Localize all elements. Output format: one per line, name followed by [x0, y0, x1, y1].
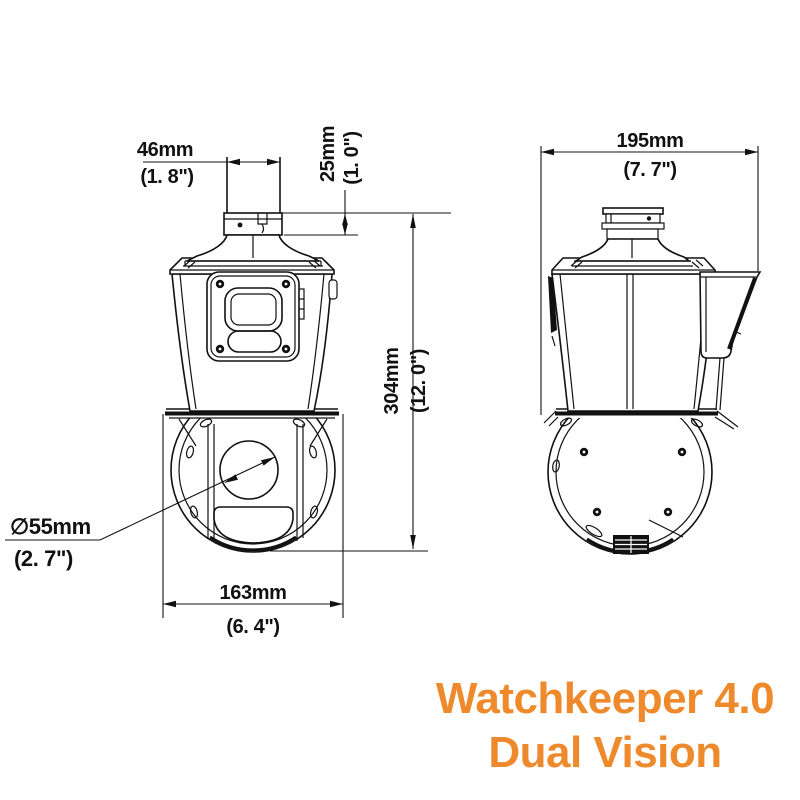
dim-label-2.7in: (2. 7")	[14, 546, 73, 571]
bottom-grille	[613, 535, 649, 554]
product-name: Watchkeeper 4.0	[435, 674, 775, 723]
dimension-side-width: 195mm (7. 7")	[540, 130, 759, 415]
screw-slot	[199, 418, 213, 428]
dim-label-195mm: 195mm	[617, 130, 684, 152]
dim-label-25mm: 25mm	[317, 126, 339, 182]
dim-label-1.0in: (1. 0")	[341, 131, 363, 184]
side-mount-tube	[572, 207, 693, 267]
dim-label-12.0in: (12. 0")	[408, 349, 430, 413]
front-mount-tube	[183, 157, 323, 267]
side-ptz-dome	[547, 389, 713, 555]
side-connector-strip	[548, 276, 557, 333]
dim-label-304mm: 304mm	[381, 348, 403, 415]
vent-slot	[585, 524, 603, 538]
dimension-base-width: 163mm (6. 4")	[162, 414, 344, 638]
dim-label-46mm: 46mm	[137, 139, 193, 161]
screw-slot	[308, 445, 318, 459]
screw-slot	[552, 459, 560, 473]
screw-slot	[189, 505, 199, 519]
dimension-mount-collar-height: 25mm (1. 0")	[282, 126, 451, 236]
product-branding: Watchkeeper 4.0 Dual Vision	[420, 672, 790, 779]
screw-slot	[185, 445, 195, 459]
product-subtitle: Dual Vision	[488, 727, 722, 777]
screw-slot	[559, 417, 573, 427]
dim-label-7.7in: (7. 7")	[623, 159, 676, 181]
screw-slot	[690, 418, 704, 428]
side-hinge-tab	[328, 279, 338, 300]
front-camera-body	[169, 257, 338, 412]
ptz-lens-circle	[219, 440, 279, 500]
side-view-drawing	[543, 207, 762, 555]
front-view-drawing	[165, 157, 339, 553]
dim-label-163mm: 163mm	[220, 582, 287, 604]
side-camera-body	[548, 257, 716, 412]
ir-window	[227, 330, 282, 353]
screw-slot	[309, 505, 319, 519]
fixed-camera-plate	[206, 271, 300, 362]
dome-window	[213, 506, 294, 544]
screw-slot	[292, 418, 306, 428]
dim-label-55mm: ∅55mm	[10, 514, 91, 539]
dimension-tube-width: 46mm (1. 8")	[137, 139, 280, 188]
wiper-arm	[699, 271, 762, 411]
dim-label-6.4in: (6. 4")	[226, 616, 279, 638]
dimension-overall-height: 304mm (12. 0")	[270, 214, 430, 552]
dim-label-1.8in: (1. 8")	[140, 166, 193, 188]
dimension-lens-diameter: ∅55mm (2. 7")	[5, 456, 276, 571]
